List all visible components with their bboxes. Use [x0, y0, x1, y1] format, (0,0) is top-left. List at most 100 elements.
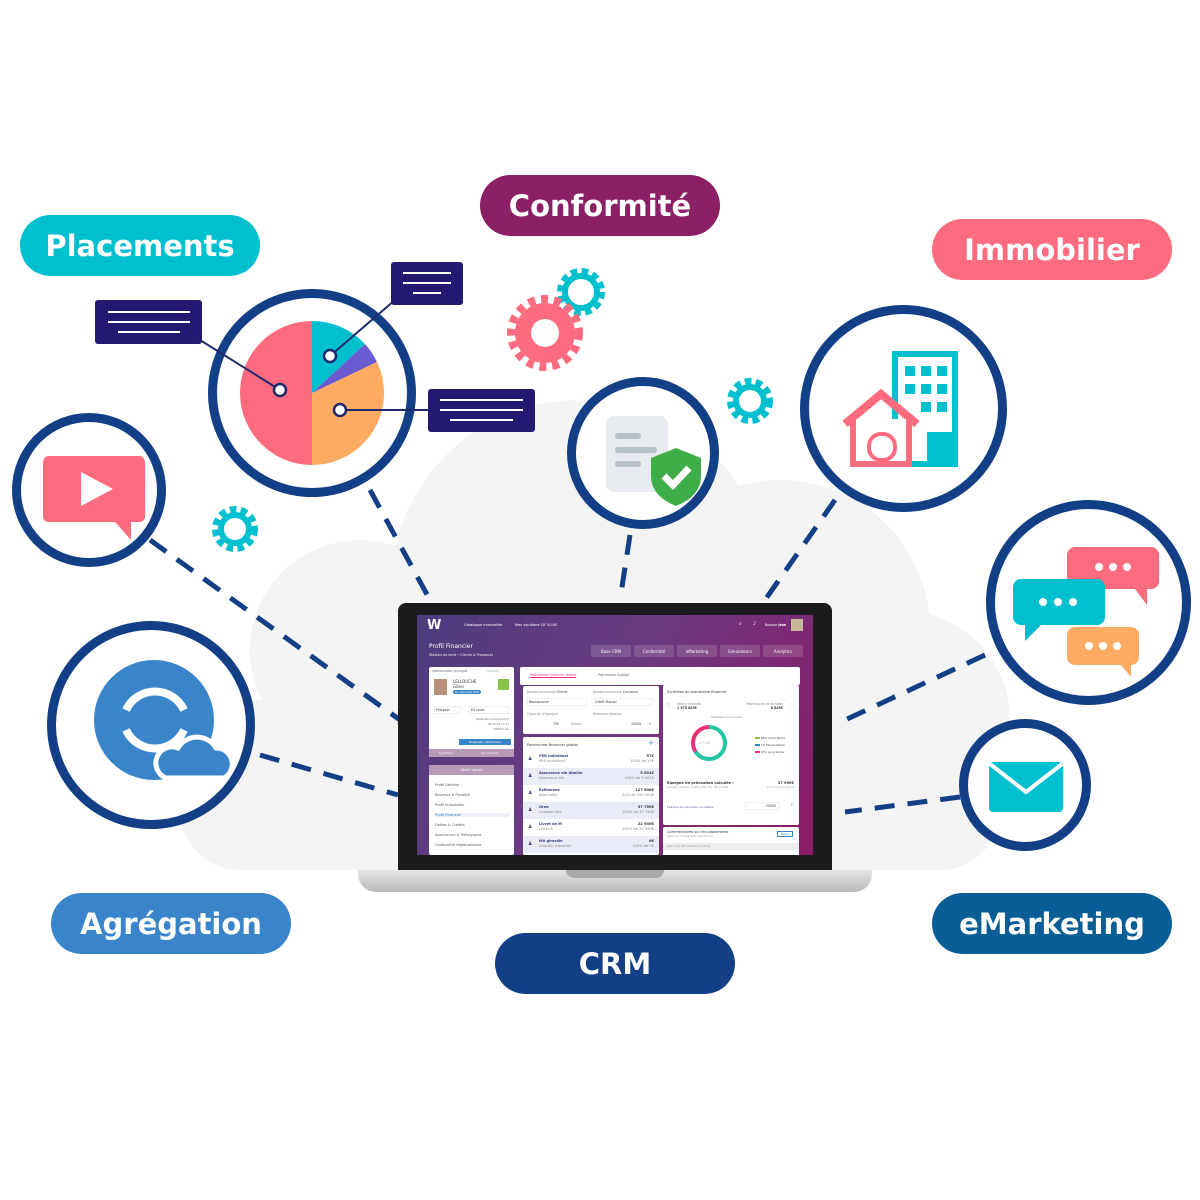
edit-button[interactable]: Éditer [776, 831, 793, 837]
row-sub: Compte titre [539, 810, 562, 814]
remploi-label: Réemploi possible [593, 712, 622, 716]
patrimoine-row[interactable]: ♟ Livret de M Livret A 22 950€ 100% de 2… [523, 819, 659, 836]
patrimoine-row[interactable]: ♟ MA girardin Girardin industriel 0€ 100… [523, 836, 659, 853]
emarketing-button[interactable]: eMarketing [677, 645, 717, 657]
simulateurs-button[interactable]: Simulateurs [720, 645, 760, 657]
nav-catalogue[interactable]: Catalogue immobilier [464, 623, 503, 627]
nav-solutions[interactable]: Mes solutions CIF & IAS [515, 623, 558, 627]
base-crm-button[interactable]: Base CRM [591, 645, 631, 657]
greeting-text: Bonjour [765, 623, 778, 627]
legend-item: 1% Moyen terme [755, 743, 785, 747]
tab-patrimoine-agrege[interactable]: Patrimoine Agrégé [598, 673, 630, 677]
gear-icon [727, 378, 773, 424]
row-pct: 100% de 5 001€ [624, 776, 654, 780]
bank-conj-input[interactable]: Crédit Mutuel [593, 698, 653, 706]
bank-conj-bold: Conjoint [622, 690, 638, 694]
row-name: Exiliennes [539, 788, 560, 792]
remploi-unit: € [649, 722, 652, 726]
bell-icon[interactable]: ♪ [753, 621, 757, 627]
legend-item: 65% Court terme [755, 736, 785, 740]
client-email[interactable]: gilles.lellouche@wixit.fr [475, 717, 509, 721]
gear-icon [507, 295, 583, 371]
row-name: Oreo [539, 805, 549, 809]
sync-cloud-icon [94, 660, 235, 781]
row-name: Livret de M [539, 822, 562, 826]
app-screen: W Catalogue immobilier Mes solutions CIF… [417, 615, 813, 855]
remploi-input[interactable]: 15000 [631, 722, 642, 726]
connector-lines [148, 488, 987, 815]
tab-patrimoine-global[interactable]: Patrimoine Financier Global [530, 673, 577, 678]
menu-immobilier[interactable]: Profil Immobilier [435, 803, 465, 807]
analytics-button[interactable]: Analytics [763, 645, 803, 657]
row-name: Assurance vie Abeille [539, 771, 583, 775]
immobilier-circle [800, 305, 1007, 512]
legend-swatch [755, 751, 760, 753]
valeur: 1 975 629€ [677, 706, 697, 710]
bank-client-input[interactable]: Boursorama [527, 698, 587, 706]
row-amount: 22 950€ [637, 822, 654, 826]
video-play-icon [43, 456, 145, 540]
capacity-input[interactable]: 750 [553, 722, 560, 726]
user-avatar[interactable] [791, 619, 803, 631]
search-icon[interactable]: ⌕ [739, 621, 742, 627]
add-icon[interactable]: + [648, 739, 654, 747]
comments-title: Commentaires sur les placements [667, 830, 729, 834]
epargne-sub: Comptes courants, Livret A, LDD, CEL, LE… [667, 786, 729, 789]
menu-financier[interactable]: Profil Financier [435, 813, 509, 817]
bank-label: Banque principale [593, 690, 622, 694]
souhait-input[interactable]: 25000 [745, 802, 780, 810]
tab-conjoint[interactable]: Conjoint [486, 669, 500, 673]
client-card: Interlocuteur principal Conjoint LELLOUC… [429, 667, 514, 757]
diagnostic-button[interactable]: Diagnostic patrimonial [459, 739, 511, 745]
legend-label: 65% Court terme [760, 736, 785, 740]
conformite-button[interactable]: Conformité [634, 645, 674, 657]
gear-icon [212, 506, 258, 552]
epargne-value: 37 950€ [777, 781, 794, 785]
patrimoine-row[interactable]: ♟ Oreo Compte titre 37 750€ 100% de 37 7… [523, 802, 659, 819]
donut-center-value: 375 K€ [699, 741, 711, 745]
client-badge: Du Vendredi 8/07 [453, 690, 482, 694]
patrimoine-global-title: Patrimoine financier global [527, 742, 578, 747]
synthese-panel: Synthèse du patrimoine financier ▯ Valeu… [663, 685, 799, 825]
menu-dettes[interactable]: Dettes & Crédits [435, 823, 465, 827]
breadcrumb[interactable]: Tableau de bord • Clients & Prospects [429, 653, 493, 657]
house-building-icon [842, 351, 958, 467]
menu-profil-general[interactable]: Profil Général [435, 783, 460, 787]
legend-label: 34% Long terme [760, 750, 785, 754]
page-title: Profil Financier [429, 643, 473, 650]
patrimoine-row[interactable]: ♟ PER individuel PER Individuel 57€ 100%… [523, 751, 659, 768]
status-select[interactable]: Prospect [434, 706, 461, 714]
epargne-label: Epargne de précaution calculée : [667, 781, 734, 785]
client-photo [434, 679, 447, 695]
patrimoine-row[interactable]: ♟ Assurance vie Abeille Assurance Vie 5 … [523, 768, 659, 785]
agregation-label: Agrégation [51, 893, 291, 954]
bank-label: Banque principale [527, 690, 556, 694]
menu-assurances[interactable]: Assurances & Prévoyance [435, 833, 482, 837]
synthese-title: Synthèse du patrimoine financier [667, 690, 727, 694]
emarketing-label: eMarketing [932, 893, 1172, 954]
link-icon[interactable] [498, 679, 509, 690]
row-name: MA girardin [539, 839, 563, 843]
row-sub: Assurance Vie [539, 776, 565, 780]
menu-conformite[interactable]: Conformité réglementaire [435, 843, 482, 847]
menu-revenus[interactable]: Revenus & Fiscalité [435, 793, 470, 797]
valeur-label: Valeur estimée [677, 702, 701, 706]
epargne-note: soit 1 mois de revenus [766, 786, 794, 789]
email-circle [959, 719, 1091, 851]
legend-swatch [755, 737, 760, 739]
capacity-unit: €/mois [571, 722, 582, 726]
placements-label: Placements [20, 215, 260, 276]
stage-select[interactable]: En cours [469, 706, 509, 714]
tab-interlocuteur[interactable]: Interlocuteur principal [432, 669, 468, 673]
patrimoine-row[interactable]: ♟ Exiliennes Alternatifs 127 500€ 51% de… [523, 785, 659, 802]
conformite-circle [567, 377, 719, 529]
horizon-donut-chart [691, 725, 727, 761]
row-sub: Livret A [539, 827, 553, 831]
synthese-link[interactable]: Synthèse [439, 751, 453, 755]
revenus: 8 649€ [770, 706, 783, 710]
greeting: Bonjour Jean [765, 623, 786, 627]
bank-client-label: Banque principale Client [527, 690, 567, 694]
chat-circle [986, 500, 1191, 705]
documents-link[interactable]: Documents [481, 751, 499, 755]
envelope-icon [988, 762, 1064, 812]
